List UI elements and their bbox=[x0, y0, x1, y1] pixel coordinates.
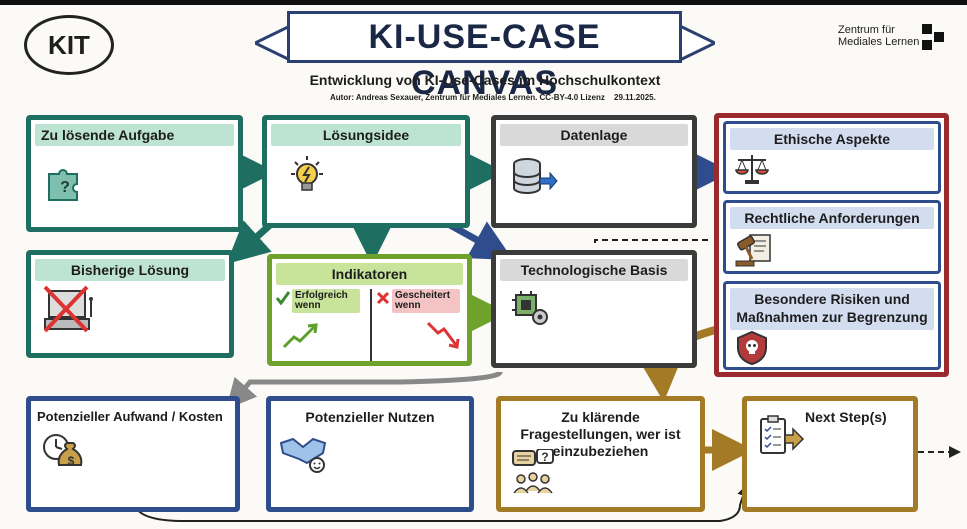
box-next-title: Next Step(s) bbox=[805, 409, 887, 425]
box-next-steps: Next Step(s) bbox=[742, 396, 918, 512]
top-bar bbox=[0, 0, 967, 5]
kit-logo: KIT bbox=[24, 15, 114, 75]
indikator-gescheitert: Gescheitert wenn bbox=[392, 289, 460, 313]
svg-text:?: ? bbox=[60, 179, 70, 196]
cross-icon bbox=[376, 291, 390, 305]
box-idee-title: Lösungsidee bbox=[271, 124, 461, 146]
chip-gear-icon bbox=[512, 291, 548, 325]
svg-text:?: ? bbox=[541, 450, 548, 464]
box-indikatoren: Indikatoren Erfolgreich wenn Gescheitert… bbox=[267, 254, 472, 366]
clock-money-icon: $ bbox=[43, 434, 83, 468]
date-label: 29.11.2025. bbox=[614, 93, 656, 102]
box-nutzen-title: Potenzieller Nutzen bbox=[305, 409, 435, 425]
box-zu-klaerende-fragestellungen: Zu klärende Fragestellungen, wer ist ein… bbox=[496, 396, 705, 512]
box-ethische-aspekte: Ethische Aspekte bbox=[723, 121, 941, 194]
crossed-computer-icon bbox=[43, 285, 93, 333]
trend-up-icon bbox=[282, 323, 318, 349]
box-loesungsidee: Lösungsidee bbox=[262, 115, 470, 228]
chat-people-icon: ? bbox=[512, 449, 554, 494]
box-besondere-risiken: Besondere Risiken und Maßnahmen zur Begr… bbox=[723, 281, 941, 370]
page-title: KI-USE-CASE CANVAS bbox=[287, 11, 682, 102]
box-technologische-basis: Technologische Basis bbox=[491, 250, 697, 368]
box-recht-title: Rechtliche Anforderungen bbox=[730, 207, 934, 229]
check-icon bbox=[276, 291, 290, 305]
box-aufgabe-title: Zu lösende Aufgabe bbox=[35, 124, 234, 146]
box-ethik-title: Ethische Aspekte bbox=[730, 128, 934, 150]
box-bisherige-loesung: Bisherige Lösung bbox=[26, 250, 234, 358]
skull-shield-icon bbox=[737, 330, 767, 366]
indikator-erfolgreich: Erfolgreich wenn bbox=[292, 289, 360, 313]
gavel-icon bbox=[735, 234, 771, 267]
box-datenlage: Datenlage bbox=[491, 115, 697, 228]
box-fragen-title: Zu klärende Fragestellungen, wer ist ein… bbox=[520, 409, 681, 459]
box-aufwand-kosten: Potenzieller Aufwand / Kosten $ bbox=[26, 396, 240, 512]
author-credit: Autor: Andreas Sexauer, Zentrum für Medi… bbox=[330, 93, 605, 102]
scales-icon bbox=[735, 155, 769, 184]
box-potenzieller-nutzen: Potenzieller Nutzen bbox=[266, 396, 474, 512]
lightbulb-icon bbox=[291, 156, 323, 191]
box-indikatoren-title: Indikatoren bbox=[276, 263, 463, 285]
box-aufwand-title: Potenzieller Aufwand / Kosten bbox=[37, 409, 223, 424]
box-rechtliche-anforderungen: Rechtliche Anforderungen bbox=[723, 200, 941, 274]
handshake-icon bbox=[279, 437, 327, 473]
kit-logo-text: KIT bbox=[48, 30, 90, 60]
database-icon bbox=[513, 158, 558, 194]
zfm-line1: Zentrum für bbox=[838, 24, 895, 36]
clipboard-icon bbox=[760, 415, 805, 454]
zfm-name: Zentrum für Mediales Lernen bbox=[838, 24, 919, 48]
zfm-logo-icon bbox=[922, 24, 944, 50]
indikatoren-divider bbox=[370, 289, 372, 361]
svg-text:$: $ bbox=[68, 454, 75, 468]
zfm-line2: Mediales Lernen bbox=[838, 36, 920, 48]
trend-down-icon bbox=[426, 321, 460, 349]
box-zu-loesende-aufgabe: Zu lösende Aufgabe ? bbox=[26, 115, 243, 232]
page-subtitle: Entwicklung von KI-Use-Cases im Hochschu… bbox=[309, 72, 661, 88]
box-risiken-title: Besondere Risiken und Maßnahmen zur Begr… bbox=[730, 288, 934, 330]
box-bisherig-title: Bisherige Lösung bbox=[35, 259, 225, 281]
puzzle-icon: ? bbox=[48, 169, 78, 201]
box-tech-title: Technologische Basis bbox=[500, 259, 688, 281]
box-daten-title: Datenlage bbox=[500, 124, 688, 146]
